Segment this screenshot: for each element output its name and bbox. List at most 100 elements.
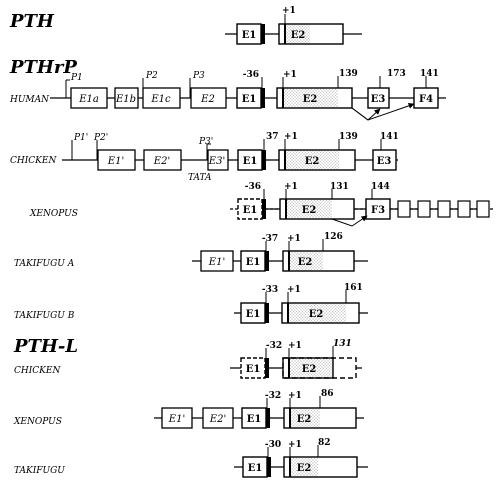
- exon-label: E1: [246, 257, 261, 268]
- exon-boundary-mark: [267, 457, 271, 477]
- exon-label: E1c: [150, 94, 171, 105]
- position-label: -30: [265, 440, 281, 450]
- exon-boundary-mark: [261, 88, 265, 108]
- tata-box-label: TATA: [188, 173, 212, 183]
- exon-label: E1: [246, 309, 261, 320]
- splice-arrow: [331, 215, 368, 227]
- exon-e3-prime: [207, 149, 229, 171]
- exon-label: E2: [297, 414, 312, 425]
- exon-label: E1: [242, 94, 257, 105]
- species-label-pthl-xenopus: XENOPUS: [13, 417, 62, 427]
- species-label-xenopus: XENOPUS: [29, 209, 78, 219]
- position-label: -32: [266, 341, 282, 351]
- position-label: 161: [344, 283, 363, 293]
- exon-label: E2: [303, 94, 318, 105]
- exon-label: E1': [107, 156, 124, 167]
- exon-label: E2': [153, 156, 170, 167]
- position-label: +1: [282, 6, 296, 16]
- position-label: 82: [318, 438, 331, 448]
- exon-e3: [372, 149, 397, 171]
- exon-label: E1: [246, 364, 261, 375]
- coding-region: [285, 151, 339, 169]
- exon-e1-prime: [161, 407, 193, 429]
- gene-pthrp-chicken: P1' P2' E1' E2' P3' E3' TATA E1 37 E2 +1…: [62, 132, 399, 183]
- promoter-label: P1: [70, 73, 83, 83]
- promoter-label: P3: [192, 71, 205, 81]
- gene-pthrp-takifugu-a: E1' E1 -37 E2 +1 126: [192, 232, 368, 272]
- coding-region: [290, 458, 318, 476]
- family-title-pth: PTH: [9, 11, 55, 32]
- promoter-label: P2: [145, 71, 158, 81]
- exon-label: E1b: [115, 94, 136, 105]
- species-label-takifugu-a: TAKIFUGU A: [14, 259, 75, 269]
- exon-label: E2: [302, 205, 317, 216]
- splice-arrow: [351, 102, 415, 121]
- exon-e2-noncoding: [190, 87, 227, 109]
- exon-boundary-mark: [265, 358, 269, 378]
- exon-e1c: [142, 87, 181, 109]
- exon-e1-prime: [200, 250, 234, 272]
- position-label: +1: [287, 234, 301, 244]
- exon-label: E2: [200, 94, 215, 105]
- exon-label: E3: [371, 94, 386, 105]
- position-label: +1: [284, 132, 298, 142]
- exon-label: E1: [248, 463, 263, 474]
- gene-pthl-takifugu: E1 -30 E2 +1 82: [234, 438, 368, 478]
- position-label: +1: [283, 70, 297, 80]
- species-label-pthl-takifugu: TAKIFUGU: [14, 466, 65, 476]
- exon-boundary-mark: [262, 150, 266, 170]
- exon-e2-prime: [202, 407, 234, 429]
- exon-label: E2: [291, 30, 306, 41]
- position-label: 126: [324, 232, 343, 242]
- promoter-label: P3': [198, 137, 213, 147]
- species-label-takifugu-b: TAKIFUGU B: [14, 311, 75, 321]
- position-label: 139: [339, 69, 358, 79]
- exon-label: E1: [243, 205, 258, 216]
- family-title-pthrp: PTHrP: [9, 57, 77, 78]
- position-label: -36: [245, 182, 261, 192]
- position-label: -36: [243, 70, 259, 80]
- position-label: -33: [262, 285, 278, 295]
- exon-e1a: [70, 87, 108, 109]
- exon-f3: [365, 198, 391, 220]
- exon-label: E1': [208, 257, 225, 268]
- coding-region: [288, 304, 346, 322]
- species-label-human: HUMAN: [9, 95, 50, 105]
- position-label: 173: [387, 69, 406, 79]
- position-label: 141: [380, 132, 399, 142]
- position-label: +1: [288, 341, 302, 351]
- coding-region: [289, 252, 323, 270]
- position-label: 139: [339, 132, 358, 142]
- coding-region: [290, 409, 320, 427]
- gene-pthl-xenopus: E1' E2' E1 -32 E2 +1 86: [154, 389, 364, 429]
- exon-additional: [437, 200, 451, 218]
- gene-pthrp-takifugu-b: E1 -33 E2 +1 161: [234, 283, 368, 324]
- exon-label: E2: [302, 364, 317, 375]
- exon-boundary-mark: [265, 251, 269, 271]
- position-label: 131: [333, 339, 352, 349]
- position-label: -32: [265, 391, 281, 401]
- coding-region: [289, 359, 333, 377]
- exon-additional: [417, 200, 431, 218]
- exon-label: F4: [419, 94, 433, 105]
- exon-e2-prime: [143, 149, 182, 171]
- exon-label: E1: [242, 30, 257, 41]
- exon-label: E1: [247, 414, 262, 425]
- exon-label: E2: [309, 309, 324, 320]
- gene-pthrp-xenopus: E1 -36 E2 +1 131 F3 144: [230, 182, 494, 227]
- exon-e1-prime: [97, 149, 136, 171]
- exon-label: F3: [371, 205, 385, 216]
- position-label: 131: [330, 182, 349, 192]
- exon-boundary-mark: [262, 199, 266, 219]
- position-label: +1: [287, 285, 301, 295]
- promoter-label: P1': [73, 133, 88, 143]
- exon-label: E1a: [78, 94, 99, 105]
- promoter-label: P2': [93, 133, 108, 143]
- exon-boundary-mark: [261, 24, 265, 44]
- position-label: 144: [371, 182, 390, 192]
- exon-label: E2: [297, 463, 312, 474]
- exon-label: E1': [168, 414, 185, 425]
- position-label: -37: [262, 234, 278, 244]
- exon-additional: [457, 200, 471, 218]
